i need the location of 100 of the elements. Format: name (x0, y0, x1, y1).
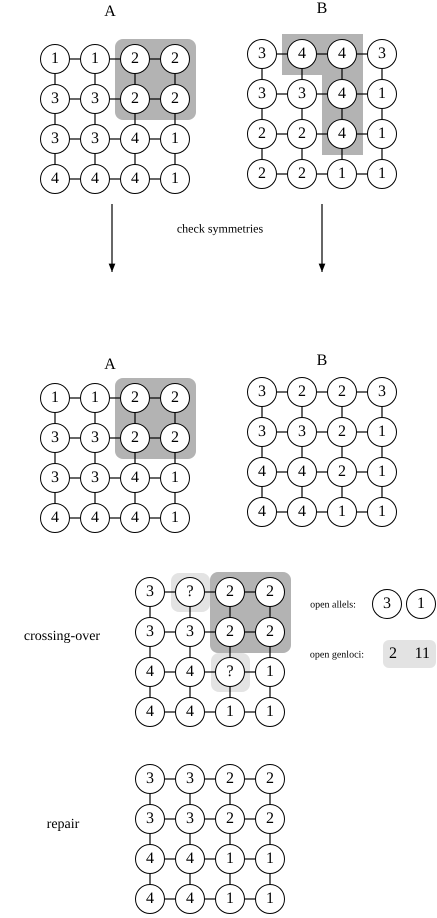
connector-line (381, 447, 383, 457)
highlight-region (210, 572, 290, 652)
connector-line (149, 607, 151, 617)
connector-line (229, 607, 231, 617)
numbered-circle: 4 (247, 497, 277, 527)
text-label: A (104, 356, 116, 374)
connector-line (94, 154, 96, 164)
numbered-circle: 4 (135, 657, 165, 687)
connector-line (277, 53, 287, 55)
connector-line (277, 391, 287, 393)
numbered-circle: 2 (247, 119, 277, 149)
connector-line (205, 671, 215, 673)
connector-line (134, 74, 136, 84)
connector-line (341, 149, 343, 159)
connector-line (381, 487, 383, 497)
numbered-circle: 2 (255, 804, 285, 834)
connector-line (341, 109, 343, 119)
numbered-circle: 2 (255, 577, 285, 607)
connector-line (70, 178, 80, 180)
connector-line (54, 74, 56, 84)
connector-line (150, 477, 160, 479)
connector-line (245, 671, 255, 673)
connector-line (261, 69, 263, 79)
numbered-circle: 4 (120, 124, 150, 154)
connector-line (110, 477, 120, 479)
numbered-circle: 2 (160, 84, 190, 114)
connector-line (165, 818, 175, 820)
connector-line (110, 138, 120, 140)
connector-line (205, 631, 215, 633)
text-label: B (316, 0, 328, 18)
connector-line (165, 858, 175, 860)
numbered-circle: 3 (247, 79, 277, 109)
numbered-circle: 1 (255, 697, 285, 727)
text-label: repair (46, 817, 80, 833)
connector-line (70, 138, 80, 140)
connector-line (174, 74, 176, 84)
highlight-region (114, 378, 196, 458)
connector-line (317, 173, 327, 175)
numbered-circle: 1 (255, 884, 285, 914)
connector-line (277, 511, 287, 513)
connector-line (94, 114, 96, 124)
connector-line (381, 149, 383, 159)
connector-line (229, 687, 231, 697)
connector-line (269, 607, 271, 617)
numbered-circle: 2 (247, 159, 277, 189)
connector-line (317, 133, 327, 135)
connector-line (70, 58, 80, 60)
numbered-circle: 1 (367, 159, 397, 189)
numbered-circle: 4 (135, 884, 165, 914)
connector-line (261, 447, 263, 457)
numbered-circle: 4 (120, 503, 150, 533)
connector-line (269, 794, 271, 804)
numbered-circle: 1 (160, 503, 190, 533)
connector-line (205, 858, 215, 860)
numbered-circle: 3 (287, 417, 317, 447)
connector-line (165, 591, 175, 593)
numbered-circle: 4 (120, 463, 150, 493)
numbered-circle: 4 (287, 457, 317, 487)
connector-line (277, 471, 287, 473)
connector-line (54, 154, 56, 164)
connector-line (301, 447, 303, 457)
connector-line (245, 818, 255, 820)
connector-line (357, 133, 367, 135)
connector-line (301, 69, 303, 79)
numbered-circle: 2 (160, 383, 190, 413)
connector-line (341, 69, 343, 79)
numbered-circle: 3 (372, 589, 402, 619)
numbered-circle: 1 (160, 463, 190, 493)
numbered-circle: 3 (135, 617, 165, 647)
numbered-circle: 2 (327, 417, 357, 447)
connector-line (357, 93, 367, 95)
numbered-circle: 1 (255, 657, 285, 687)
number-label: 2 (389, 645, 397, 663)
connector-line (165, 711, 175, 713)
connector-line (245, 631, 255, 633)
connector-line (54, 453, 56, 463)
numbered-circle: 4 (40, 164, 70, 194)
connector-line (357, 53, 367, 55)
connector-line (381, 407, 383, 417)
connector-line (54, 413, 56, 423)
connector-line (174, 154, 176, 164)
numbered-circle: 3 (175, 617, 205, 647)
numbered-circle: 1 (367, 417, 397, 447)
connector-line (277, 133, 287, 135)
numbered-circle: 4 (80, 503, 110, 533)
connector-line (110, 517, 120, 519)
numbered-circle: 1 (215, 697, 245, 727)
connector-line (341, 447, 343, 457)
connector-line (149, 647, 151, 657)
numbered-circle: 1 (327, 497, 357, 527)
connector-line (245, 591, 255, 593)
connector-line (205, 818, 215, 820)
numbered-circle: 4 (247, 457, 277, 487)
connector-line (70, 517, 80, 519)
numbered-circle: 3 (40, 84, 70, 114)
connector-line (54, 493, 56, 503)
connector-line (149, 794, 151, 804)
connector-line (269, 687, 271, 697)
numbered-circle: 2 (160, 44, 190, 74)
connector-line (269, 647, 271, 657)
